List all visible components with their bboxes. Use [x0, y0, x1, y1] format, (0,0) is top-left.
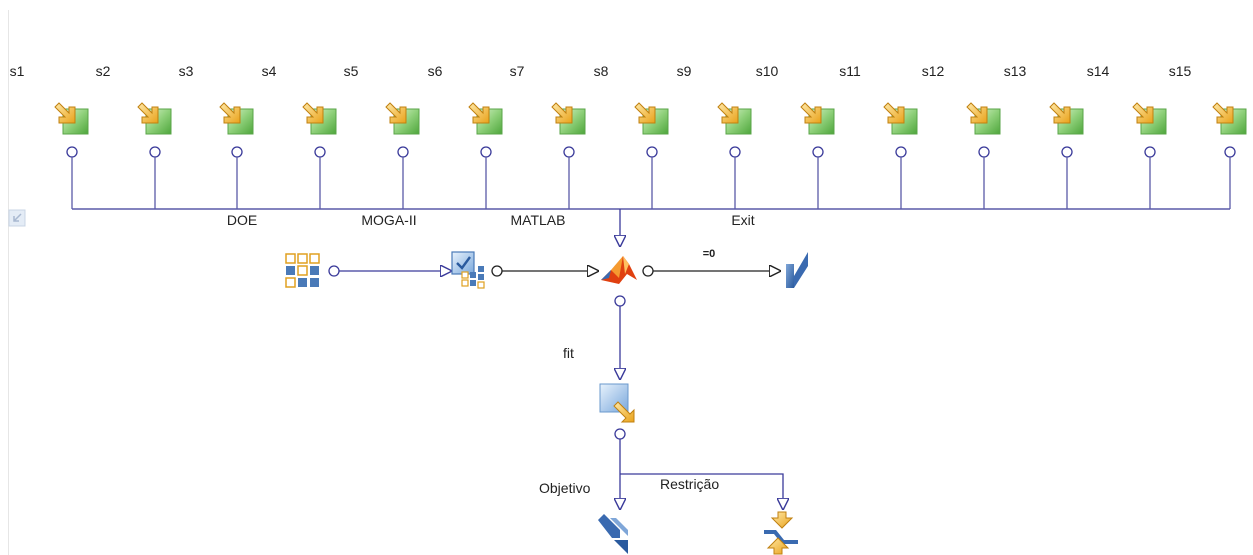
- input-variable-label: s15: [1168, 63, 1192, 79]
- input-variable-port[interactable]: [1061, 146, 1073, 158]
- input-variable-icon: [137, 102, 172, 135]
- input-variable-icon: [551, 102, 586, 135]
- input-variable-icon: [1049, 102, 1084, 135]
- input-variable-node[interactable]: [883, 102, 918, 135]
- input-variable-node[interactable]: [219, 102, 254, 135]
- doe-label: DOE: [226, 212, 258, 228]
- input-variable-node[interactable]: [468, 102, 503, 135]
- input-variable-port[interactable]: [895, 146, 907, 158]
- input-variable-icon: [54, 102, 89, 135]
- scheduler-output-port[interactable]: [491, 265, 503, 277]
- input-variable-node[interactable]: [1212, 102, 1247, 135]
- input-variable-icon: [1212, 102, 1247, 135]
- objective-icon: [598, 514, 628, 554]
- exit-node[interactable]: [786, 252, 808, 288]
- input-variable-icon: [717, 102, 752, 135]
- input-variable-icon: [468, 102, 503, 135]
- logic-end-icon: [786, 252, 808, 288]
- input-variable-label: s5: [343, 63, 359, 79]
- input-variable-node[interactable]: [966, 102, 1001, 135]
- input-variable-node[interactable]: [1132, 102, 1167, 135]
- input-variable-port[interactable]: [149, 146, 161, 158]
- output-variable-icon: [599, 383, 635, 423]
- input-variable-label: s10: [755, 63, 779, 79]
- input-variable-node[interactable]: [634, 102, 669, 135]
- input-variable-port[interactable]: [729, 146, 741, 158]
- scheduler-node[interactable]: [451, 251, 485, 289]
- input-variable-label: s1: [9, 63, 25, 79]
- output-variable-label: fit: [563, 345, 574, 361]
- input-variable-label: s4: [261, 63, 277, 79]
- input-variable-label: s2: [95, 63, 111, 79]
- input-variable-label: s8: [593, 63, 609, 79]
- input-variable-port[interactable]: [231, 146, 243, 158]
- matlab-node-icon: [601, 256, 637, 284]
- input-variable-node[interactable]: [1049, 102, 1084, 135]
- input-variable-port[interactable]: [397, 146, 409, 158]
- input-variable-port[interactable]: [812, 146, 824, 158]
- scheduler-label: MOGA-II: [361, 212, 417, 228]
- constraint-icon: [764, 511, 798, 555]
- scheduler-icon: [451, 251, 485, 289]
- objective-node[interactable]: [598, 514, 628, 554]
- doe-grid-icon: [285, 253, 320, 288]
- objective-label: Objetivo: [539, 480, 591, 496]
- input-variable-node[interactable]: [800, 102, 835, 135]
- input-variable-label: s3: [178, 63, 194, 79]
- input-variable-port[interactable]: [1224, 146, 1236, 158]
- input-variable-port[interactable]: [1144, 146, 1156, 158]
- input-variable-icon: [302, 102, 337, 135]
- matlab-node[interactable]: [601, 256, 637, 284]
- input-variable-icon: [966, 102, 1001, 135]
- input-variable-port[interactable]: [314, 146, 326, 158]
- constraint-node[interactable]: [764, 511, 798, 555]
- input-variable-icon: [1132, 102, 1167, 135]
- input-variable-icon: [385, 102, 420, 135]
- doe-node[interactable]: [285, 253, 320, 288]
- input-variable-node[interactable]: [137, 102, 172, 135]
- input-variable-label: s12: [921, 63, 945, 79]
- input-variable-port[interactable]: [563, 146, 575, 158]
- output-to-constraint-connector: [620, 473, 783, 509]
- input-variable-label: s6: [427, 63, 443, 79]
- input-variable-label: s14: [1086, 63, 1110, 79]
- matlab-label: MATLAB: [510, 212, 566, 228]
- input-variable-node[interactable]: [302, 102, 337, 135]
- input-variable-port[interactable]: [978, 146, 990, 158]
- input-variable-icon: [634, 102, 669, 135]
- input-variable-node[interactable]: [551, 102, 586, 135]
- output-variable-port[interactable]: [614, 428, 626, 440]
- input-variable-row: [54, 102, 1247, 209]
- input-variable-port[interactable]: [646, 146, 658, 158]
- input-variable-node[interactable]: [54, 102, 89, 135]
- input-variable-label: s9: [676, 63, 692, 79]
- constraint-label: Restrição: [660, 476, 720, 492]
- input-variable-label: s11: [839, 63, 861, 79]
- matlab-data-port[interactable]: [614, 295, 626, 307]
- exit-label: Exit: [731, 212, 755, 228]
- input-variable-node[interactable]: [385, 102, 420, 135]
- collapse-panel-icon[interactable]: [8, 209, 26, 227]
- output-variable-node[interactable]: [599, 383, 635, 423]
- input-variable-icon: [800, 102, 835, 135]
- input-variable-node[interactable]: [717, 102, 752, 135]
- input-variable-label: s13: [1003, 63, 1027, 79]
- doe-output-port[interactable]: [328, 265, 340, 277]
- input-variable-port[interactable]: [480, 146, 492, 158]
- matlab-output-port[interactable]: [642, 265, 654, 277]
- input-variable-label: s7: [509, 63, 525, 79]
- canvas-left-border: [8, 10, 9, 555]
- input-variable-icon: [883, 102, 918, 135]
- condition-label: =0: [702, 248, 716, 260]
- input-variable-icon: [219, 102, 254, 135]
- input-variable-port[interactable]: [66, 146, 78, 158]
